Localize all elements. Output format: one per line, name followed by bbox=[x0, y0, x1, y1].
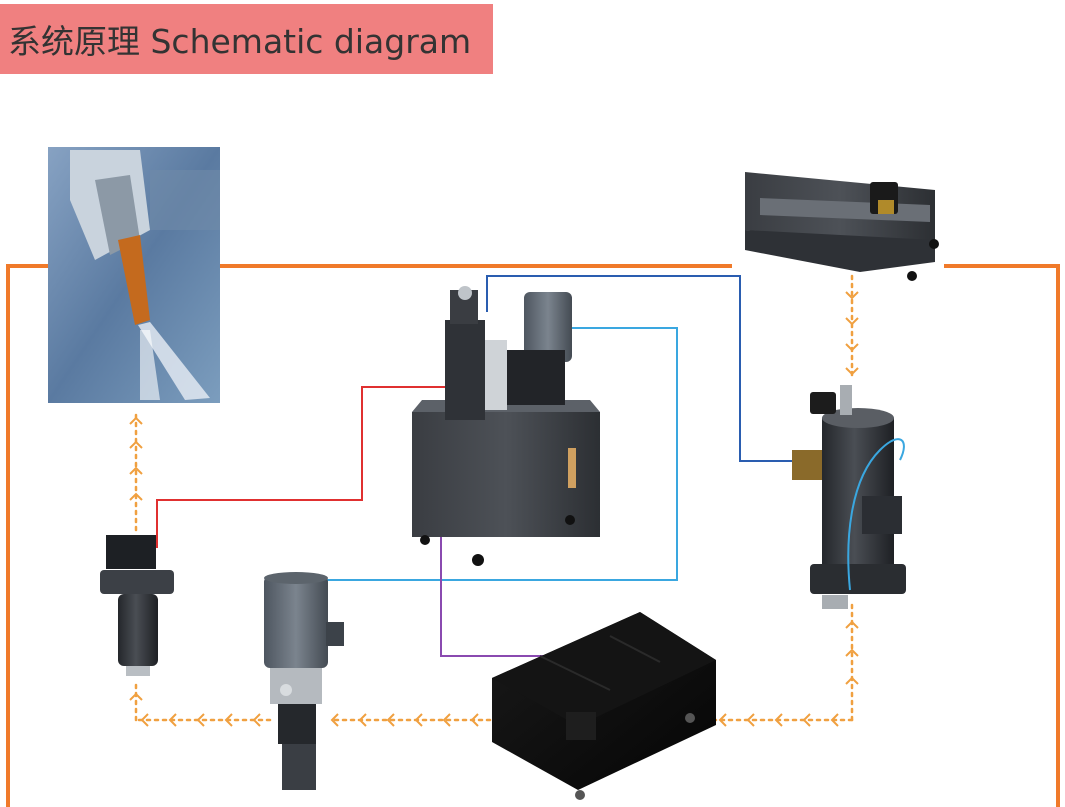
high-pressure-pump bbox=[264, 572, 344, 790]
flow-arrowheads bbox=[129, 291, 859, 727]
title-banner: 系统原理 Schematic diagram bbox=[0, 4, 493, 74]
chip-conveyor-tank bbox=[745, 172, 939, 281]
red-pressure-line bbox=[156, 386, 500, 548]
dotted-flow-lines bbox=[134, 274, 854, 722]
blue-supply-line bbox=[486, 275, 826, 462]
page-title: 系统原理 Schematic diagram bbox=[8, 22, 472, 61]
clean-coolant-tank bbox=[492, 612, 716, 800]
main-return-loop bbox=[6, 264, 1060, 807]
cyclone-separator bbox=[792, 385, 906, 609]
high-pressure-filter bbox=[100, 535, 174, 676]
cyan-return-line bbox=[310, 327, 678, 581]
purple-drain-line bbox=[440, 525, 555, 657]
hydraulic-power-unit bbox=[412, 286, 600, 566]
machining-spindle-image bbox=[48, 147, 220, 403]
